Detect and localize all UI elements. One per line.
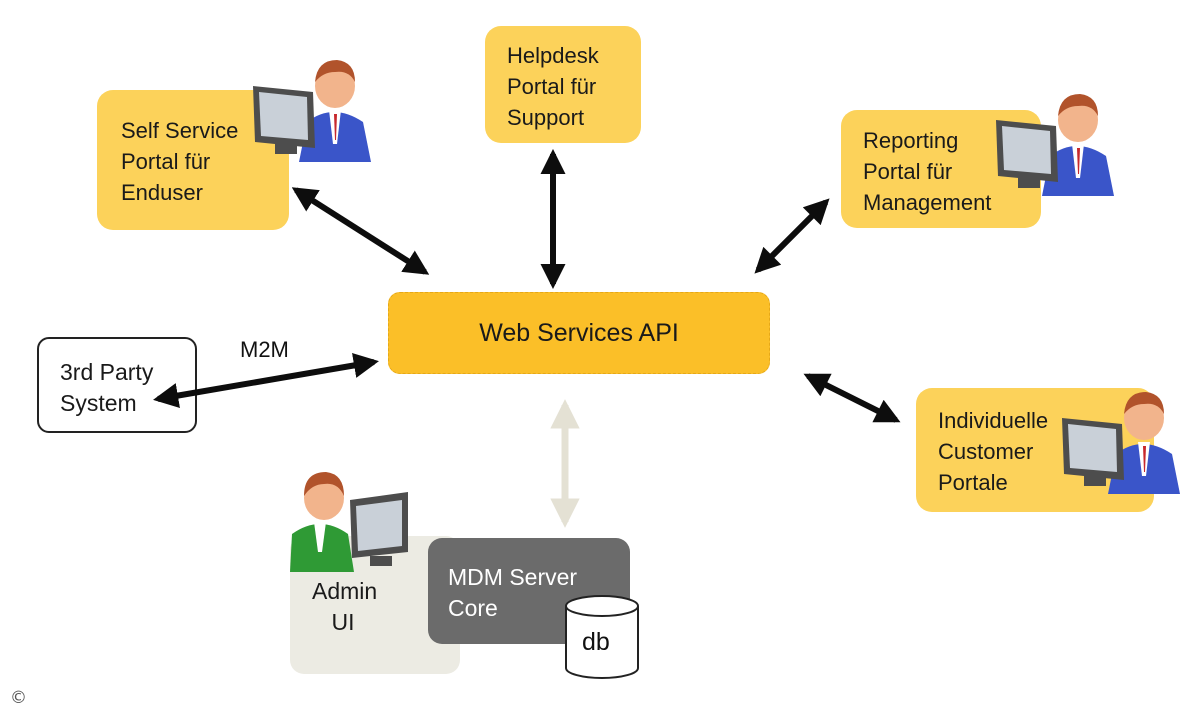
mdm-server-core-label: MDM Server Core (448, 564, 578, 621)
arrow-self-service-api (291, 187, 430, 275)
admin-ui-label: Admin UI (312, 578, 378, 635)
user-at-computer-icon (1062, 392, 1180, 494)
helpdesk-portal-box: Helpdesk Portal für Support (485, 26, 641, 143)
user-at-computer-icon (996, 94, 1114, 196)
third-party-system-label: 3rd Party System (60, 359, 154, 416)
reporting-portal-label: Reporting Portal für Management (863, 128, 992, 215)
arrow-api-individuelle (803, 373, 901, 423)
m2m-label: M2M (240, 337, 289, 362)
helpdesk-portal-label: Helpdesk Portal für Support (507, 43, 599, 130)
db-label: db (582, 628, 610, 656)
third-party-system-box: 3rd Party System (37, 337, 197, 433)
arrow-reporting-api (754, 198, 830, 274)
user-at-computer-icon (290, 472, 408, 572)
individuelle-customer-portale-label: Individuelle Customer Portale (938, 408, 1049, 495)
user-at-computer-icon (253, 60, 371, 162)
web-services-api-label: Web Services API (479, 319, 679, 347)
copyright-icon: © (10, 688, 27, 708)
self-service-portal-label: Self Service Portal für Enduser (121, 118, 239, 205)
web-services-api-box: Web Services API (388, 292, 770, 374)
